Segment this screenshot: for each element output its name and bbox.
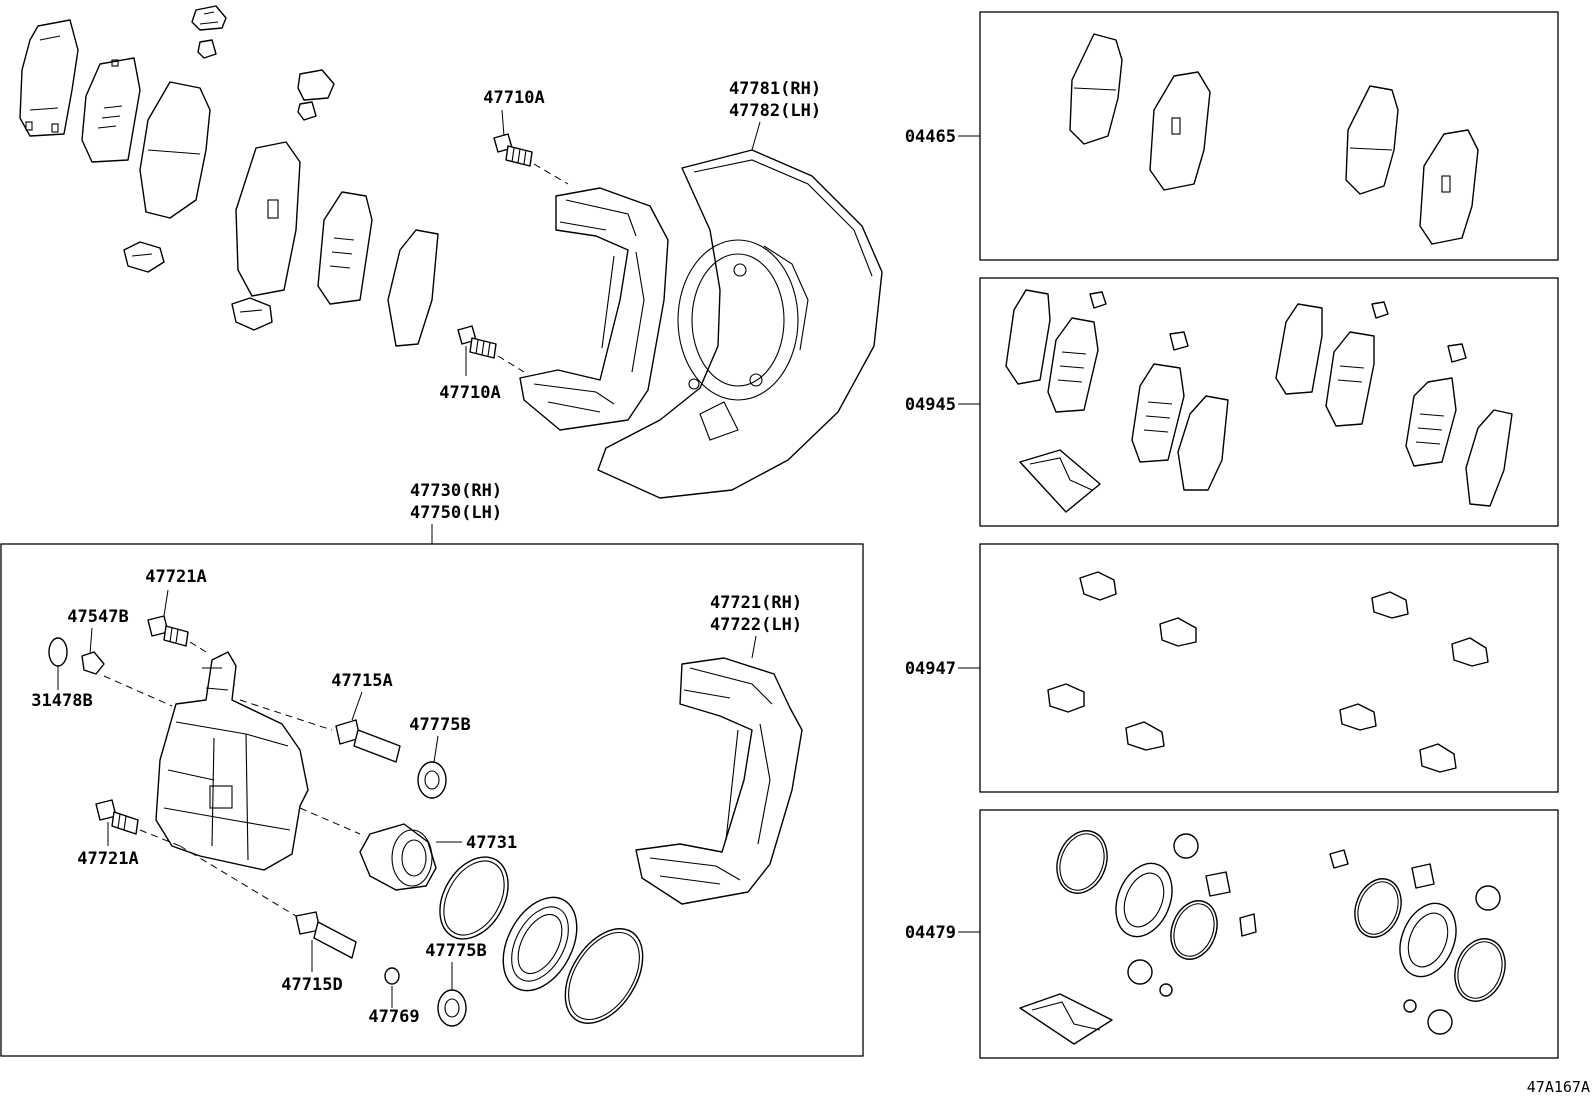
- label-kit-04465: 04465: [905, 127, 956, 147]
- pad-clip-4: [297, 101, 317, 121]
- bolt-47710a-top: [493, 133, 533, 167]
- label-47750-lh: 47750(LH): [410, 503, 502, 523]
- kit-04945-shims: [1005, 289, 1513, 513]
- diagram-code: 47A167A: [1527, 1078, 1590, 1096]
- piston-ring: [564, 928, 644, 1024]
- label-47721-rh: 47721(RH): [710, 593, 802, 613]
- label-47775b-lower: 47775B: [425, 941, 486, 961]
- pad-clip-1: [191, 5, 227, 31]
- boot-47775b-lower: [437, 989, 467, 1027]
- label-47715a: 47715A: [331, 671, 392, 691]
- bleeder-plug-47769: [384, 967, 400, 985]
- anti-squeal-shim-inner-right: [317, 191, 373, 305]
- piston-47731: [359, 823, 437, 891]
- label-47775b-upper: 47775B: [409, 715, 470, 735]
- brake-pad-inner-left: [235, 141, 301, 297]
- label-47782-lh: 47782(LH): [729, 101, 821, 121]
- caliper-body: [155, 651, 309, 871]
- cylinder-boot: [502, 896, 578, 992]
- bolt-47721a-bottom: [95, 799, 139, 835]
- kit-box-04479: [979, 809, 1559, 1059]
- label-kit-04479: 04479: [905, 923, 956, 943]
- label-47781-rh: 47781(RH): [729, 79, 821, 99]
- kit-box-04947: [979, 543, 1559, 793]
- anti-squeal-shim-outer-right: [387, 229, 439, 347]
- disc-brake-dust-cover: [597, 149, 883, 499]
- label-kit-04945: 04945: [905, 395, 956, 415]
- label-47721a-top: 47721A: [145, 567, 206, 587]
- caliper-mounting-top: [519, 187, 669, 431]
- label-47715d: 47715D: [281, 975, 342, 995]
- anti-squeal-shim-outer-left: [19, 19, 79, 137]
- pad-clip-6: [231, 297, 273, 331]
- piston-seal: [439, 856, 509, 940]
- cap-31478b: [48, 637, 68, 667]
- pad-clip-2: [197, 39, 217, 59]
- label-47731: 47731: [466, 833, 517, 853]
- label-47710a-top: 47710A: [483, 88, 544, 108]
- label-31478b: 31478B: [31, 691, 92, 711]
- pad-clip-5: [123, 241, 165, 273]
- label-47721a-bottom: 47721A: [77, 849, 138, 869]
- boot-47775b-upper: [417, 761, 447, 799]
- label-47722-lh: 47722(LH): [710, 615, 802, 635]
- slide-pin-47715d: [295, 911, 357, 959]
- kit-04947-clips: [1047, 571, 1489, 773]
- slide-pin-47715a: [335, 719, 401, 763]
- kit-04479-seals: [1019, 830, 1506, 1045]
- pad-set-exploded: [19, 5, 439, 347]
- label-47730-rh: 47730(RH): [410, 481, 502, 501]
- label-47547b: 47547B: [67, 607, 128, 627]
- kit-box-04945: [979, 277, 1559, 527]
- bolt-47721a-top: [147, 615, 189, 647]
- kit-04465-pads: [1069, 33, 1479, 245]
- bushing-47547b: [81, 651, 105, 675]
- label-47710a-bottom: 47710A: [439, 383, 500, 403]
- label-47769: 47769: [368, 1007, 419, 1027]
- bolt-47710a-bottom: [457, 325, 497, 359]
- caliper-mounting-47721: [635, 657, 803, 905]
- brake-pad-outer-left: [139, 81, 211, 219]
- anti-squeal-shim-inner-left: [81, 57, 141, 163]
- pad-clip-3: [297, 69, 335, 101]
- label-kit-04947: 04947: [905, 659, 956, 679]
